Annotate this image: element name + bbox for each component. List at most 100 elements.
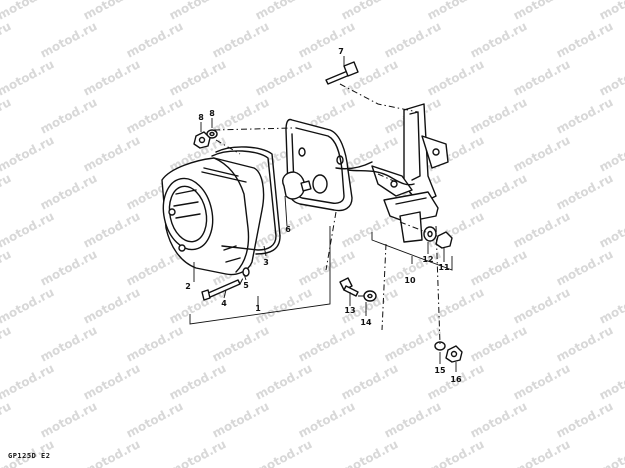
label-11: 11	[438, 263, 450, 272]
label-2: 2	[185, 282, 191, 291]
watermark-text: motod.ru	[0, 323, 13, 365]
watermark-text: motod.ru	[339, 437, 401, 468]
watermark-text: motod.ru	[296, 19, 358, 61]
watermark-text: motod.ru	[0, 57, 56, 99]
watermark-text: motod.ru	[124, 323, 186, 365]
diagram-caption: GP125D E2	[8, 452, 51, 460]
watermark-text: motod.ru	[511, 0, 573, 23]
watermark-text: motod.ru	[468, 95, 530, 137]
watermark-text: motod.ru	[38, 95, 100, 137]
watermark-text: motod.ru	[210, 323, 272, 365]
watermark-text: motod.ru	[425, 0, 487, 23]
bulb	[282, 171, 312, 200]
label-3: 3	[263, 258, 269, 267]
bolt-7	[325, 61, 359, 85]
watermark-text: motod.ru	[81, 361, 143, 403]
watermark-text: motod.ru	[38, 323, 100, 365]
watermark-text: motod.ru	[81, 133, 143, 175]
watermark-text: motod.ru	[425, 285, 487, 327]
nut-11	[435, 231, 453, 249]
watermark-text: motod.ru	[253, 209, 315, 251]
label-8a: 8	[198, 113, 204, 122]
watermark-text: motod.ru	[38, 19, 100, 61]
watermark-text: motod.ru	[81, 209, 143, 251]
watermark-text: motod.ru	[124, 399, 186, 441]
watermark-text: motod.ru	[0, 133, 56, 175]
nut-16	[445, 345, 463, 363]
watermark-text: motod.ru	[511, 285, 573, 327]
watermark-text: motod.ru	[597, 209, 625, 251]
watermark-text: motod.ru	[597, 361, 625, 403]
label-4: 4	[221, 299, 227, 308]
lamp-wire	[347, 169, 415, 186]
watermark-text: motod.ru	[425, 57, 487, 99]
watermark-text: motod.ru	[554, 323, 616, 365]
lamp-housing	[161, 157, 265, 276]
watermark-text: motod.ru	[0, 0, 56, 23]
label-1: 1	[255, 304, 261, 313]
watermark-text: motod.ru	[38, 171, 100, 213]
watermark-text: motod.ru	[468, 19, 530, 61]
watermark-text: motod.ru	[253, 361, 315, 403]
watermark-text: motod.ru	[0, 171, 13, 213]
washer-15	[434, 341, 446, 351]
washer-5	[242, 267, 250, 277]
watermark-text: motod.ru	[511, 133, 573, 175]
washer-14	[363, 290, 377, 302]
watermark-text: motod.ru	[253, 0, 315, 23]
watermark-text: motod.ru	[167, 361, 229, 403]
watermark-text: motod.ru	[81, 285, 143, 327]
watermark-text: motod.ru	[468, 171, 530, 213]
label-8b: 8	[209, 109, 215, 118]
bracket	[371, 103, 449, 243]
watermark-text: motod.ru	[296, 399, 358, 441]
washer-8	[206, 129, 218, 139]
watermark-text: motod.ru	[554, 95, 616, 137]
watermark-text: motod.ru	[0, 19, 13, 61]
watermark-text: motod.ru	[38, 399, 100, 441]
watermark-text: motod.ru	[511, 209, 573, 251]
watermark-text: motod.ru	[124, 19, 186, 61]
watermark-text: motod.ru	[210, 19, 272, 61]
watermark-text: motod.ru	[81, 437, 143, 468]
watermark-text: motod.ru	[0, 209, 56, 251]
watermark-text: motod.ru	[296, 323, 358, 365]
watermark-text: motod.ru	[382, 323, 444, 365]
watermark-text: motod.ru	[81, 0, 143, 23]
watermark-text: motod.ru	[253, 285, 315, 327]
watermark-text: motod.ru	[253, 437, 315, 468]
bolt-13	[339, 277, 359, 297]
watermark-text: motod.ru	[210, 95, 272, 137]
watermark-text: motod.ru	[511, 57, 573, 99]
label-7: 7	[338, 47, 344, 56]
watermark-text: motod.ru	[554, 399, 616, 441]
watermark-text: motod.ru	[425, 437, 487, 468]
label-13: 13	[344, 306, 355, 315]
watermark-text: motod.ru	[382, 19, 444, 61]
watermark-text: motod.ru	[468, 323, 530, 365]
watermark-text: motod.ru	[597, 0, 625, 23]
leader-lines	[189, 56, 457, 372]
watermark-text: motod.ru	[0, 399, 13, 441]
watermark-text: motod.ru	[0, 247, 13, 289]
watermark-text: motod.ru	[511, 437, 573, 468]
watermark-text: motod.ru	[597, 285, 625, 327]
watermark-text: motod.ru	[597, 57, 625, 99]
watermark-text: motod.ru	[597, 437, 625, 468]
watermark-text: motod.ru	[124, 95, 186, 137]
watermark-text: motod.ru	[554, 19, 616, 61]
watermark-text: motod.ru	[0, 95, 13, 137]
watermark-text: motod.ru	[339, 361, 401, 403]
watermark-text: motod.ru	[511, 361, 573, 403]
washer-12	[423, 226, 437, 242]
label-14: 14	[360, 318, 372, 327]
label-16: 16	[450, 375, 462, 384]
watermark-text: motod.ru	[382, 399, 444, 441]
label-12: 12	[422, 255, 433, 264]
watermark-text: motod.ru	[468, 247, 530, 289]
watermark-text: motod.ru	[0, 285, 56, 327]
label-15: 15	[434, 366, 446, 375]
